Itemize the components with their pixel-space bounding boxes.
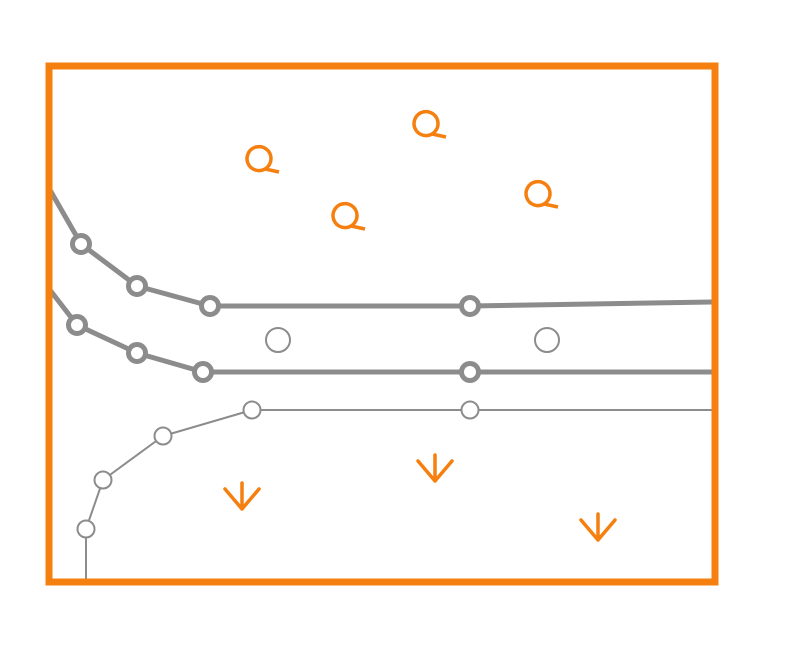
upper-thick-line: [47, 187, 715, 309]
loop-symbol-icon: [412, 109, 447, 139]
node-circle-icon: [460, 400, 480, 420]
node-circle-icon: [76, 519, 96, 539]
node-circle-icon: [126, 342, 148, 364]
node-circle-icon: [70, 233, 92, 255]
loop-symbol-icon: [331, 201, 366, 231]
down-arrow-icon: [223, 481, 261, 511]
middle-thick-line-group: [47, 287, 715, 383]
node-circle-icon: [93, 470, 113, 490]
orange-frame: [45, 62, 719, 586]
node-circle-icon: [153, 426, 173, 446]
node-circle-icon: [459, 361, 481, 383]
loop-symbol-icon: [245, 144, 280, 174]
node-circle-icon: [126, 275, 148, 297]
thin-line: [85, 409, 713, 581]
node-circle-icon: [66, 314, 88, 336]
node-circle-icon: [192, 361, 214, 383]
node-circle-icon: [242, 400, 262, 420]
free-node-circle-icon: [534, 327, 560, 353]
node-circle-icon: [459, 295, 481, 317]
thin-line-group: [76, 400, 713, 581]
node-circle-icon: [199, 295, 221, 317]
upper-thick-line-group: [47, 187, 715, 317]
loop-symbol-icon: [524, 179, 559, 209]
free-node-circle-icon: [265, 327, 291, 353]
down-arrow-icon: [579, 512, 617, 542]
down-arrow-icon: [416, 453, 454, 483]
